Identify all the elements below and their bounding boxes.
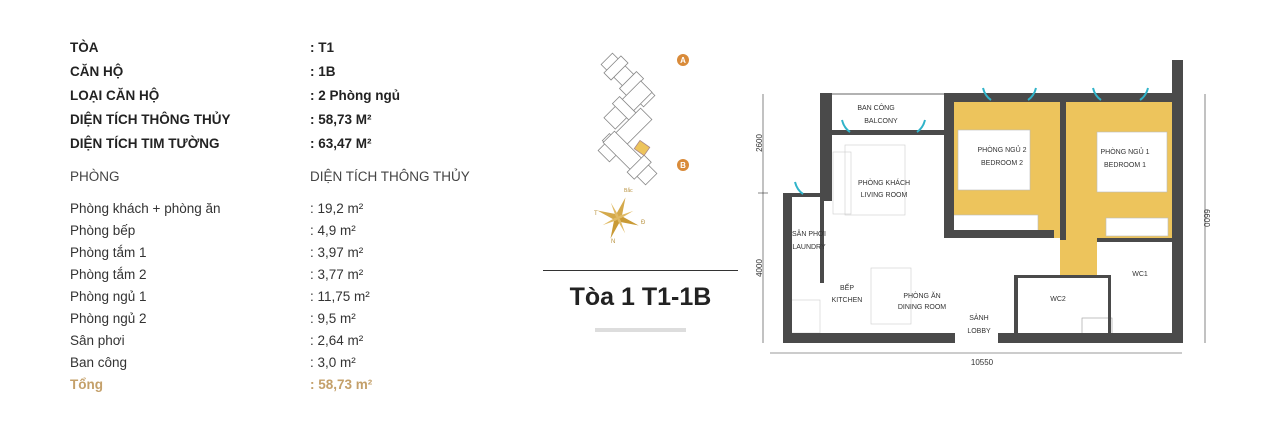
info-row-gross-area: DIỆN TÍCH TIM TƯỜNG : 63,47 M² [70,131,470,155]
label: DIỆN TÍCH TIM TƯỜNG [70,135,220,151]
marker-b [677,159,689,171]
compass-south: N [611,239,615,245]
label-balcony-vi: BAN CÔNG [857,103,894,112]
room-area: : 11,75 m² [310,289,370,304]
room-row: Phòng ngủ 2 : 9,5 m² [70,307,470,329]
label-laundry-en: LAUNDRY [792,244,826,251]
room-name: Phòng khách + phòng ăn [70,201,221,217]
header-room: PHÒNG [70,168,120,184]
room-name: Phòng ngủ 2 [70,310,147,326]
room-name: Phòng tắm 1 [70,245,147,261]
label-dining-en: DINING ROOM [898,304,946,311]
dim-height-total: 6600 [1202,209,1211,227]
marker-a-label: A [680,56,686,65]
compass-east: Đ [641,220,646,226]
label-bedroom1-en: BEDROOM 1 [1104,162,1146,169]
dim-width: 10550 [971,358,994,367]
info-row-net-area: DIỆN TÍCH THÔNG THỦY : 58,73 M² [70,107,470,131]
label-lobby-vi: SẢNH [969,313,988,322]
room-row: Sân phơi : 2,64 m² [70,329,470,351]
room-area: : 3,0 m² [310,354,356,370]
value: : 58,73 M² [310,111,372,127]
room-row: Phòng tắm 2 : 3,77 m² [70,264,470,286]
value: : T1 [310,39,335,55]
dim-height-bottom: 4000 [755,259,764,277]
marker-b-label: B [680,161,686,170]
room-table-header: PHÒNG DIỆN TÍCH THÔNG THỦY [70,164,470,188]
label-lobby-en: LOBBY [967,328,991,335]
compass-west: T [594,211,598,217]
value: : 2 Phòng ngủ [310,87,400,103]
label: LOẠI CĂN HỘ [70,87,160,103]
total-area: : 58,73 m² [310,376,373,392]
divider [543,270,738,271]
room-row: Ban công : 3,0 m² [70,351,470,373]
label-wc1: WC1 [1132,271,1148,278]
room-name: Phòng bếp [70,223,136,239]
room-area: : 4,9 m² [310,223,356,239]
room-area: : 19,2 m² [310,201,364,217]
room-area: : 2,64 m² [310,332,364,348]
room-area: : 9,5 m² [310,310,356,326]
label-bedroom2-vi: PHÒNG NGỦ 2 [977,145,1026,154]
value: : 63,47 M² [310,135,372,151]
header-area: DIỆN TÍCH THÔNG THỦY [310,168,470,184]
room-row: Phòng bếp : 4,9 m² [70,220,470,242]
info-row-unit: CĂN HỘ : 1B [70,59,470,83]
title-underline [595,328,686,332]
room-row: Phòng ngủ 1 : 11,75 m² [70,286,470,308]
label-kitchen-vi: BẾP [840,282,854,292]
marker-a [677,54,689,66]
hallway-area [1060,236,1097,276]
room-row: Phòng tắm 1 : 3,97 m² [70,242,470,264]
value: : 1B [310,63,336,79]
label-wc2: WC2 [1050,296,1066,303]
label-kitchen-en: KITCHEN [832,297,863,304]
label-living-vi: PHÒNG KHÁCH [858,178,910,187]
info-row-type: LOẠI CĂN HỘ : 2 Phòng ngủ [70,83,470,107]
selected-unit-highlight [633,139,651,157]
compass-north: Bắc [624,187,633,194]
room-row: Phòng khách + phòng ăn : 19,2 m² [70,198,470,220]
room-name: Phòng ngủ 1 [70,289,147,304]
floor-plan: BAN CÔNG BALCONY PHÒNG KHÁCH LIVING ROOM… [755,60,1211,367]
room-name: Phòng tắm 2 [70,267,147,283]
label-laundry-vi: SÂN PHƠI [792,229,826,238]
room-area: : 3,77 m² [310,267,364,283]
total-label: Tổng [70,376,103,392]
label-dining-vi: PHÒNG ĂN [903,291,940,300]
site-map [597,52,658,186]
label-bedroom2-en: BEDROOM 2 [981,160,1023,167]
compass-rose-icon [597,197,639,239]
ventilation-arrow-icons [794,87,1149,195]
info-row-building: TÒA : T1 [70,35,470,59]
label: TÒA [70,39,99,55]
apartment-info: TÒA : T1 CĂN HỘ : 1B LOẠI CĂN HỘ : 2 Phòng … [70,35,470,395]
unit-title: Tòa 1 T1-1B [569,283,712,311]
room-name: Sân phơi [70,332,125,348]
label-balcony-en: BALCONY [864,118,898,125]
label: DIỆN TÍCH THÔNG THỦY [70,111,231,127]
label: CĂN HỘ [70,63,124,79]
room-area: : 3,97 m² [310,245,364,261]
dim-height-top: 2600 [755,134,764,152]
label-living-en: LIVING ROOM [861,192,908,199]
room-name: Ban công [70,354,128,370]
room-row-total: Tổng : 58,73 m² [70,373,470,395]
label-bedroom1-vi: PHÒNG NGỦ 1 [1100,147,1149,156]
